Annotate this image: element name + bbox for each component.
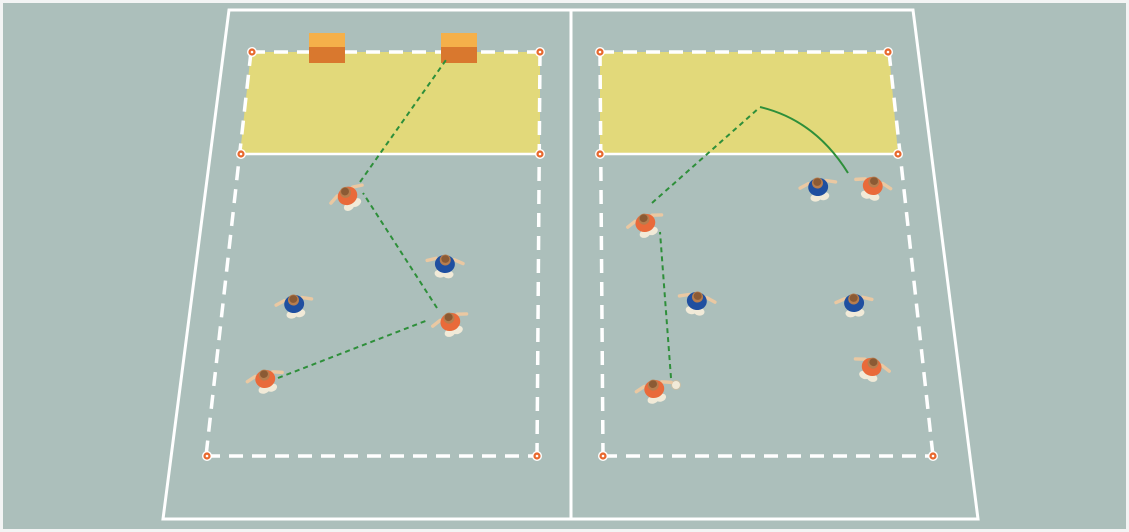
cone-marker bbox=[595, 149, 605, 159]
pass-lines bbox=[651, 107, 760, 379]
cone-marker bbox=[202, 451, 212, 461]
cone-marker bbox=[535, 149, 545, 159]
right-attack-zone bbox=[600, 52, 898, 154]
pass-lines bbox=[277, 59, 447, 379]
pass-line bbox=[659, 231, 672, 379]
cone-marker bbox=[598, 451, 608, 461]
cone-marker bbox=[883, 47, 893, 57]
cone-marker bbox=[928, 451, 938, 461]
left-attack-zone bbox=[240, 52, 540, 154]
ball bbox=[671, 380, 681, 390]
cone-marker bbox=[893, 149, 903, 159]
pass-line bbox=[359, 59, 447, 183]
court-floor bbox=[3, 3, 1126, 529]
court-boundary bbox=[161, 8, 980, 521]
cone-marker bbox=[535, 47, 545, 57]
right-half bbox=[595, 47, 938, 461]
left-half bbox=[202, 33, 545, 461]
cone-marker bbox=[595, 47, 605, 57]
goal-box bbox=[309, 33, 345, 63]
pass-line bbox=[362, 192, 438, 309]
goal-box bbox=[441, 33, 477, 63]
right-dashed-boundary bbox=[598, 50, 935, 458]
cone-marker bbox=[236, 149, 246, 159]
shot-path bbox=[759, 106, 849, 174]
left-dashed-boundary bbox=[204, 50, 542, 458]
cone-marker bbox=[247, 47, 257, 57]
pass-line bbox=[651, 107, 760, 204]
cone-marker bbox=[532, 451, 542, 461]
